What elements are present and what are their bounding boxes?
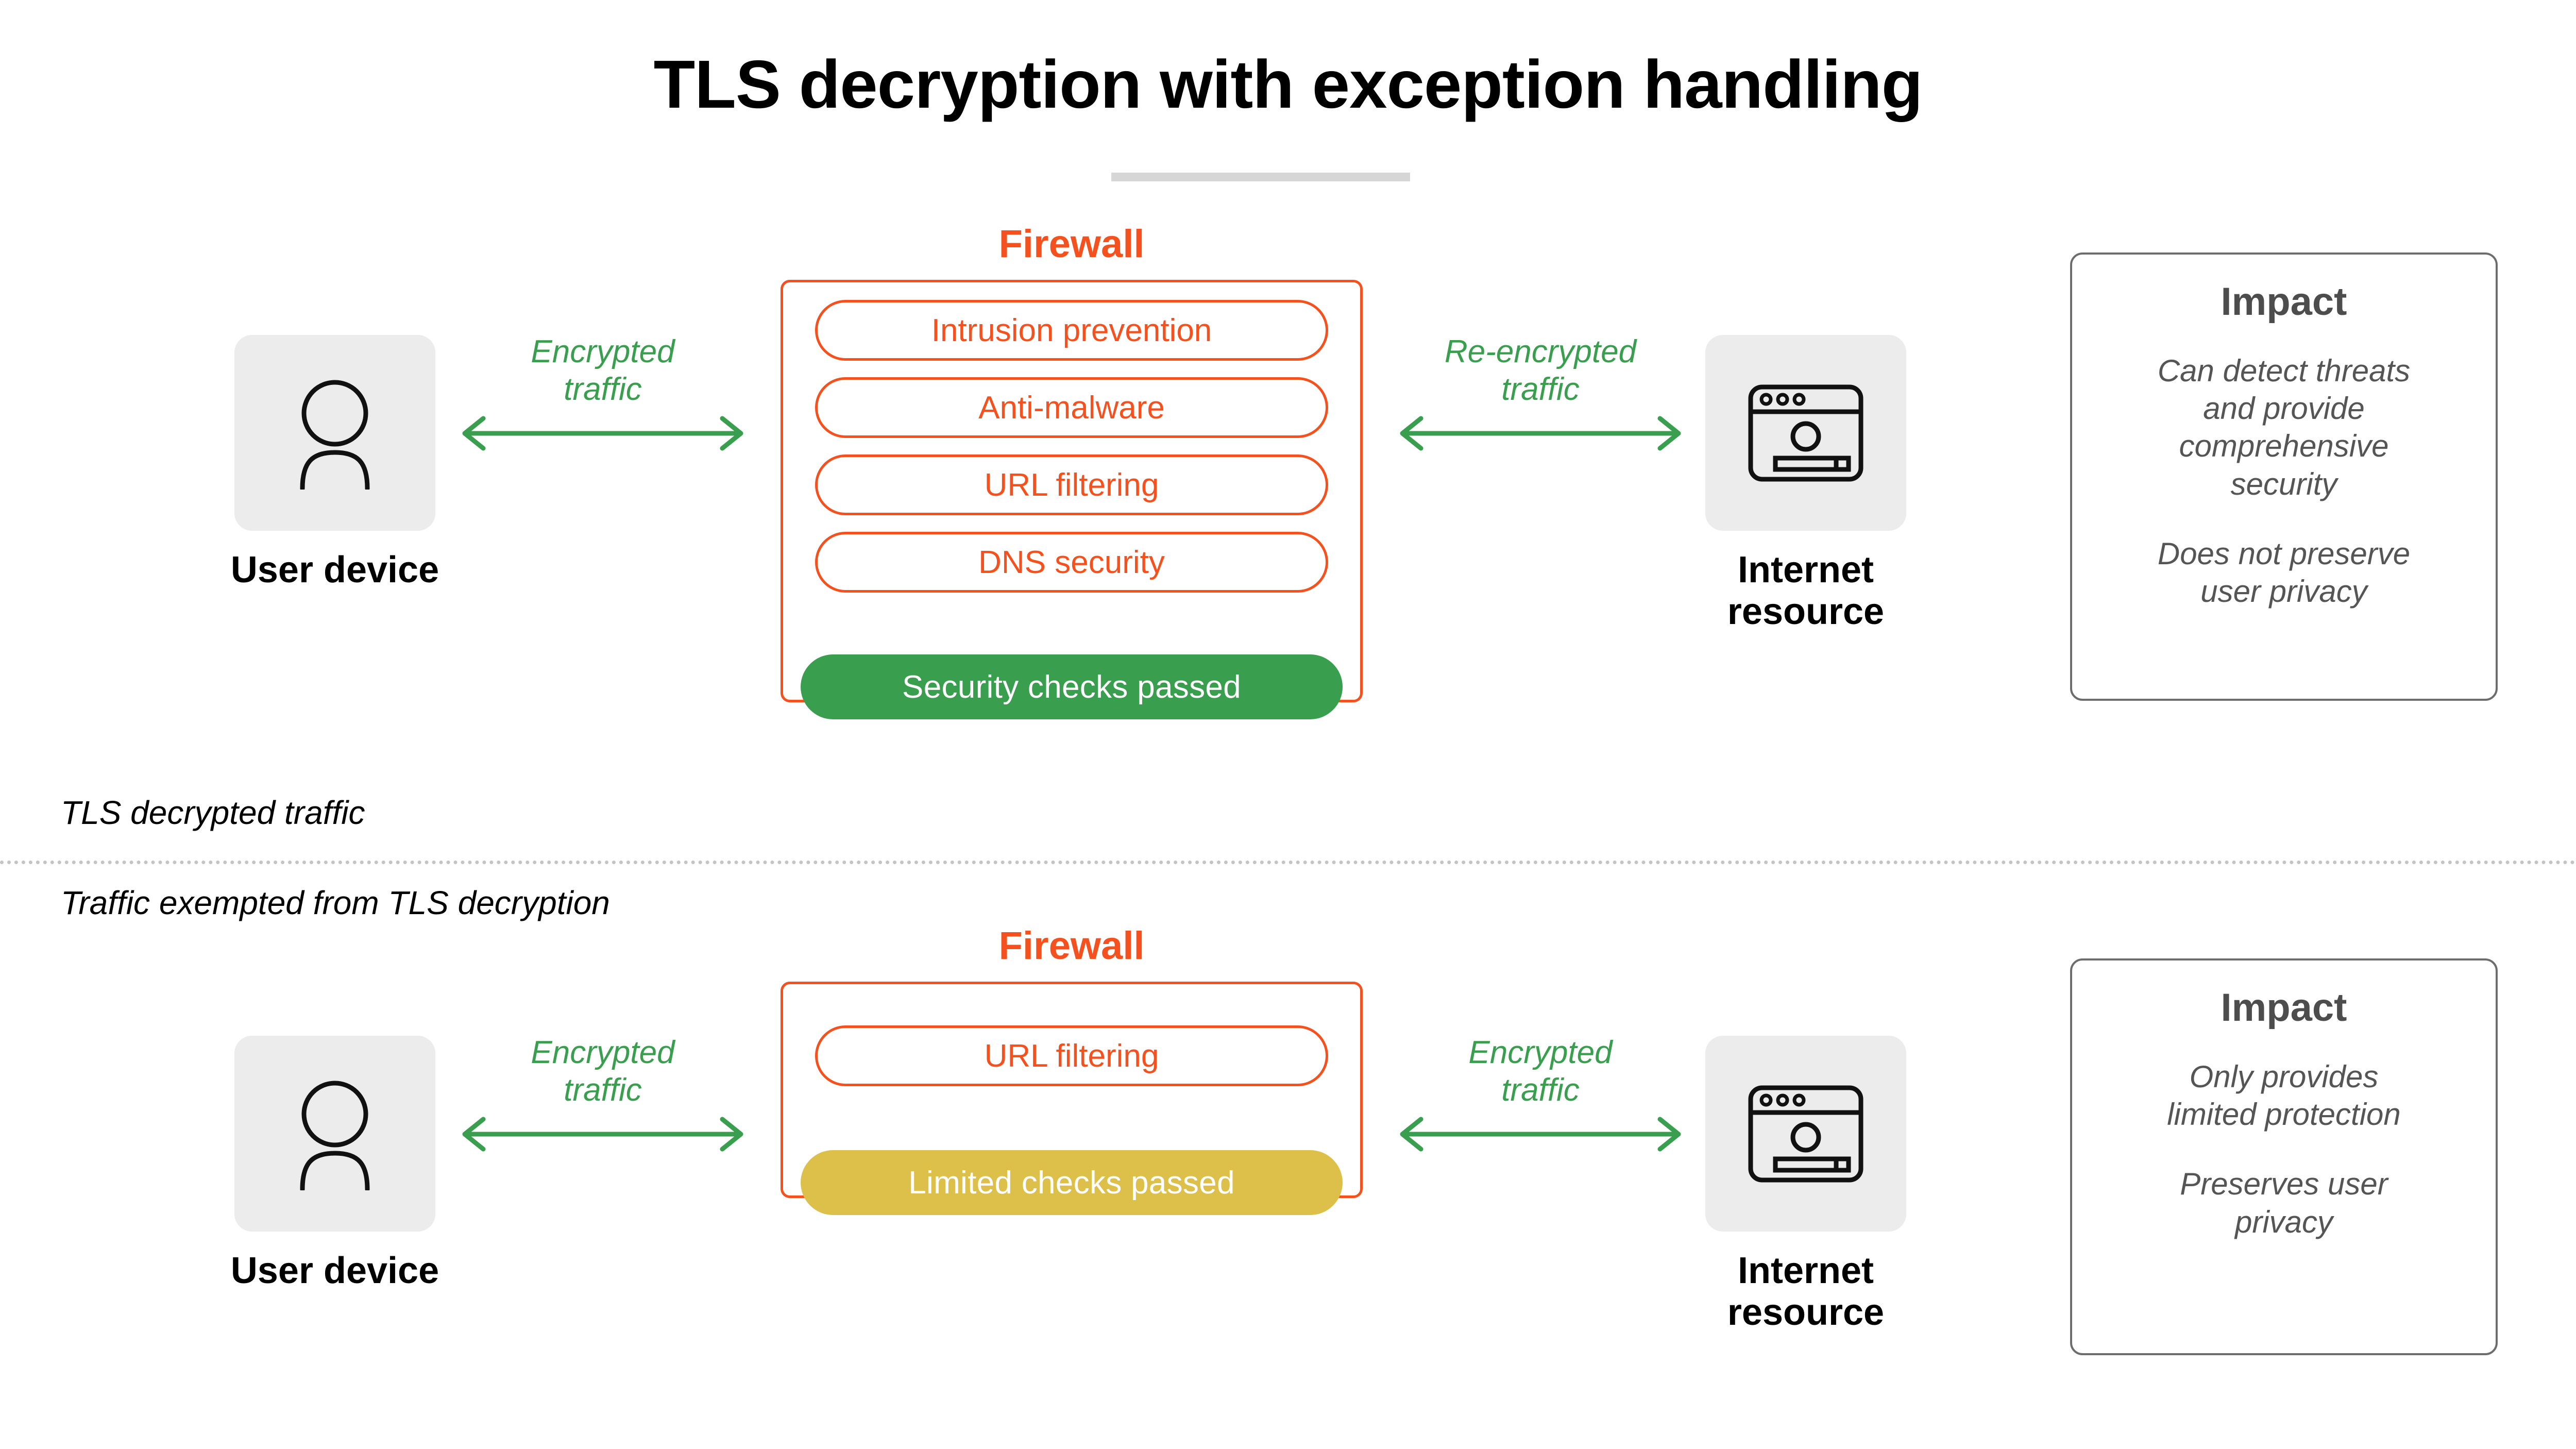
user-device-tile-top [234, 335, 435, 531]
page-title: TLS decryption with exception handling [653, 46, 1923, 122]
double-headed-arrow-icon-right-bottom [1400, 1117, 1681, 1152]
arrow-label-left-bottom: Encrypted traffic [531, 1035, 675, 1108]
person-icon [300, 380, 370, 490]
arrow-group-right-bottom: Encrypted traffic [1391, 1034, 1690, 1152]
firewall-item-url-filtering-bottom[interactable]: URL filtering [815, 1025, 1328, 1086]
firewall-title-bottom: Firewall [998, 924, 1145, 968]
impact-title-top: Impact [2221, 280, 2347, 324]
internet-resource-label-bottom: Internet resource [1727, 1250, 1885, 1333]
internet-resource-top: Internet resource [1698, 335, 1914, 632]
impact-note-limited-protection: Only provides limited protection [2167, 1059, 2401, 1132]
browser-window-icon [1748, 384, 1863, 481]
firewall-item-url-filtering[interactable]: URL filtering [815, 454, 1328, 515]
firewall-item-anti-malware[interactable]: Anti-malware [815, 377, 1328, 438]
internet-resource-bottom: Internet resource [1698, 1036, 1914, 1333]
browser-window-icon [1748, 1085, 1863, 1182]
flow-row-decrypted: User device Encrypted traffic Firewall I… [0, 222, 2576, 747]
firewall-box-top: Intrusion prevention Anti-malware URL fi… [781, 280, 1363, 719]
status-badge-security-checks-passed: Security checks passed [801, 654, 1343, 719]
person-icon [300, 1081, 370, 1190]
divider-label-below: Traffic exempted from TLS decryption [61, 884, 610, 921]
firewall-bottom: Firewall URL filtering Limited checks pa… [781, 923, 1363, 1215]
impact-panel-bottom: Impact Only provides limited protection … [2070, 958, 2498, 1355]
user-device-label-top: User device [230, 549, 439, 591]
impact-title-bottom: Impact [2221, 986, 2347, 1030]
flow-row-exempted: User device Encrypted traffic Firewall U… [0, 924, 2576, 1412]
divider-label-above: TLS decrypted traffic [61, 794, 365, 831]
arrow-label-right-bottom: Encrypted traffic [1468, 1035, 1613, 1108]
user-device-top: User device [227, 335, 443, 591]
arrow-group-right-top: Re-encrypted traffic [1391, 333, 1690, 451]
firewall-item-dns-security[interactable]: DNS security [815, 532, 1328, 593]
impact-panel-top: Impact Can detect threats and provide co… [2070, 252, 2498, 701]
impact-note-no-privacy: Does not preserve user privacy [2157, 536, 2411, 609]
double-headed-arrow-icon-left-top [462, 416, 743, 451]
double-headed-arrow-icon-left-bottom [462, 1117, 743, 1152]
impact-note-preserves-privacy: Preserves user privacy [2180, 1167, 2388, 1239]
double-headed-arrow-icon-right-top [1400, 416, 1681, 451]
firewall-top: Firewall Intrusion prevention Anti-malwa… [781, 222, 1363, 719]
title-underline-rule [1111, 173, 1410, 181]
internet-resource-tile-bottom [1705, 1036, 1906, 1232]
arrow-label-left-top: Encrypted traffic [531, 334, 675, 408]
user-device-tile-bottom [234, 1036, 435, 1232]
firewall-box-bottom: URL filtering Limited checks passed [781, 982, 1363, 1215]
internet-resource-label-top: Internet resource [1727, 549, 1885, 632]
user-device-bottom: User device [227, 1036, 443, 1292]
firewall-title-top: Firewall [998, 222, 1145, 266]
arrow-group-left-top: Encrypted traffic [453, 333, 752, 451]
impact-note-detect-threats: Can detect threats and provide comprehen… [2157, 353, 2411, 501]
divider-dotted-rule [0, 861, 2576, 864]
internet-resource-tile-top [1705, 335, 1906, 531]
firewall-item-intrusion-prevention[interactable]: Intrusion prevention [815, 300, 1328, 361]
arrow-label-right-top: Re-encrypted traffic [1444, 334, 1637, 408]
user-device-label-bottom: User device [230, 1250, 439, 1291]
arrow-group-left-bottom: Encrypted traffic [453, 1034, 752, 1152]
status-badge-limited-checks-passed: Limited checks passed [801, 1150, 1343, 1215]
